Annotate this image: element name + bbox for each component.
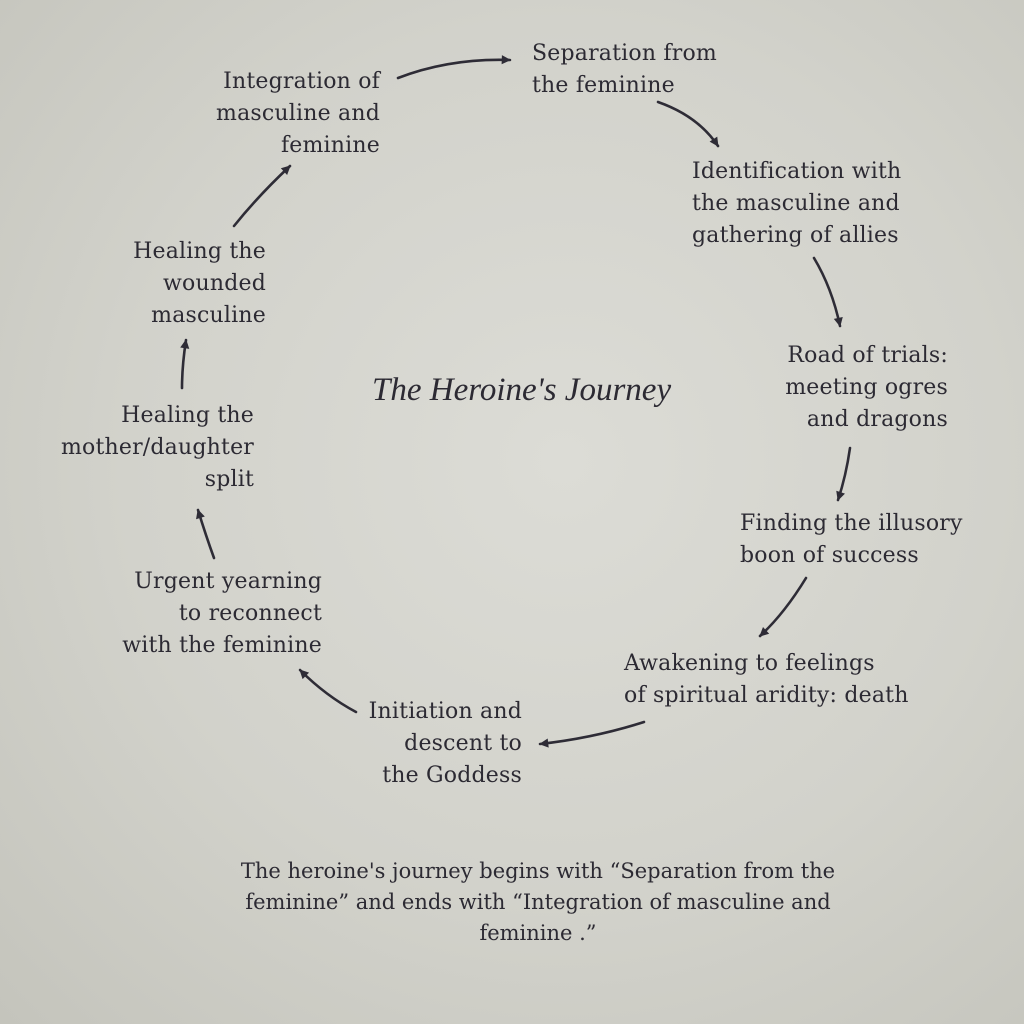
stage-line: boon of success [740,543,919,568]
caption-line: feminine” and ends with “Integration of … [245,890,831,914]
stage-line: masculine [151,303,266,328]
stage-identification-with-masculine: Identification with the masculine and ga… [692,156,901,252]
stage-line: meeting ogres [785,375,948,400]
arrow-initiation-to-yearning [298,668,358,714]
stage-line: Integration of [223,69,380,94]
stage-healing-wounded-masculine: Healing the wounded masculine [133,236,266,332]
stage-line: masculine and [216,101,380,126]
stage-line: Identification with [692,159,902,184]
stage-line: the feminine [532,73,675,98]
stage-line: of spiritual aridity: death [624,683,909,708]
stage-integration-masculine-feminine: Integration of masculine and feminine [216,66,380,162]
stage-line: with the feminine [122,633,322,658]
stage-line: the masculine and [692,191,900,216]
arrow-separation-to-identification [656,100,720,148]
stage-line: Road of trials: [787,343,948,368]
arrow-integration-to-separation [396,55,512,80]
stage-healing-mother-daughter: Healing the mother/daughter split [61,400,254,496]
caption-line: The heroine's journey begins with “Separ… [240,859,836,883]
stage-line: feminine [280,133,380,158]
stage-line: wounded [163,271,266,296]
stage-line: Initiation and [368,699,522,724]
stage-line: mother/daughter [60,435,254,460]
stage-line: the Goddess [382,763,522,788]
stage-line: split [204,467,254,492]
stage-line: Separation from [532,41,717,66]
caption-line: feminine .” [479,921,597,945]
stage-road-of-trials: Road of trials: meeting ogres and dragon… [785,340,948,436]
arrow-wounded-to-integration [232,164,292,228]
arrow-identification-to-road [812,256,843,328]
stage-initiation-descent-goddess: Initiation and descent to the Goddess [369,696,522,792]
arrow-awakening-to-initiation [538,720,646,748]
stage-line: and dragons [806,407,948,432]
stage-line: Awakening to feelings [624,651,875,676]
stage-urgent-yearning: Urgent yearning to reconnect with the fe… [122,566,322,662]
diagram-title: The Heroine's Journey [372,372,672,408]
stage-line: to reconnect [178,601,322,626]
arrow-finding-to-awakening [758,576,808,638]
stage-finding-illusory-boon: Finding the illusory boon of success [740,508,963,572]
stage-separation-from-feminine: Separation from the feminine [532,38,717,102]
stage-line: Urgent yearning [134,569,322,594]
stage-line: descent to [404,731,522,756]
stage-line: Finding the illusory [740,511,963,536]
arrow-yearning-to-mother [196,508,216,560]
stage-line: gathering of allies [692,223,899,248]
figure-caption: The heroine's journey begins with “Separ… [230,856,846,949]
arrow-road-to-finding [836,446,852,502]
stage-awakening-spiritual-aridity: Awakening to feelings of spiritual aridi… [624,648,909,712]
arrow-mother-to-wounded [180,338,190,390]
stage-line: Healing the [133,239,266,264]
stage-line: Healing the [121,403,254,428]
